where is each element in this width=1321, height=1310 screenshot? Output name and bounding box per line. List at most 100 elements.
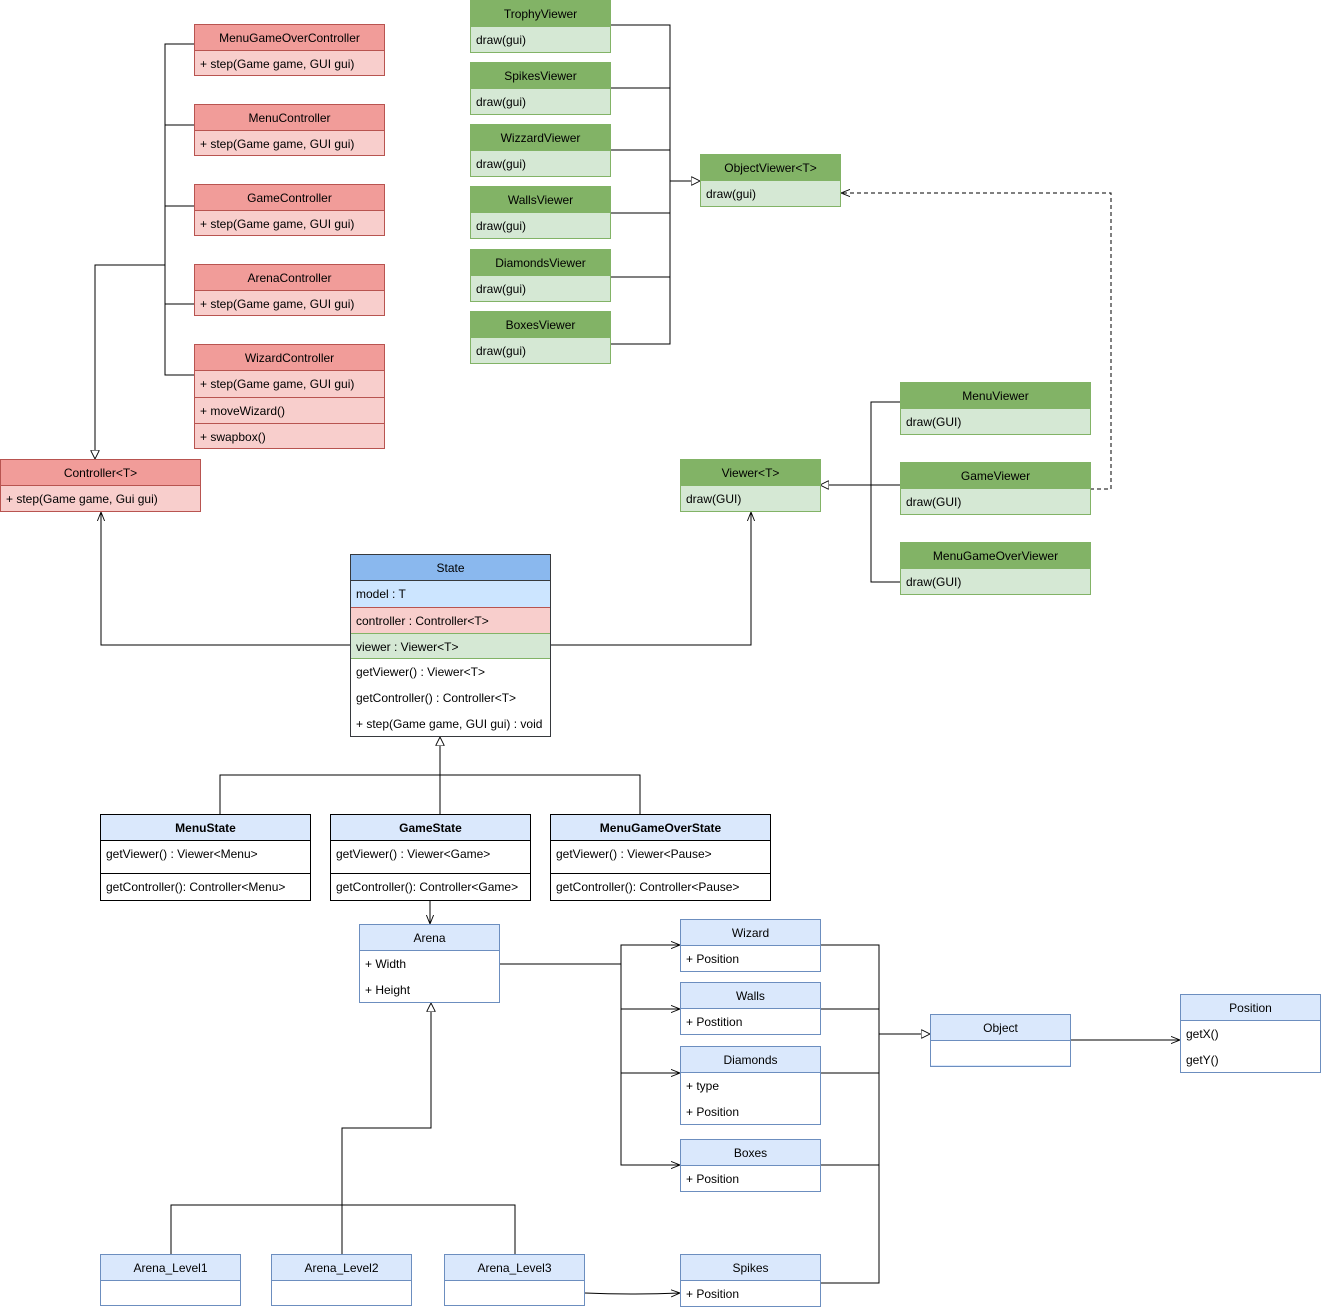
arena-level3-class: Arena_Level3 bbox=[444, 1254, 585, 1306]
class-member: + Height bbox=[365, 983, 411, 997]
class-member: getViewer() : Viewer<Game> bbox=[336, 847, 491, 861]
object-viewers-bus bbox=[610, 24, 700, 345]
class-member: + Position bbox=[686, 1105, 740, 1119]
diamonds-viewer-class: DiamondsViewer draw(gui) bbox=[470, 249, 611, 302]
class-name: BoxesViewer bbox=[471, 312, 610, 338]
class-member: + Postition bbox=[686, 1015, 743, 1029]
class-member: draw(gui) bbox=[476, 219, 527, 233]
class-name: GameController bbox=[195, 185, 384, 211]
class-name: Arena_Level1 bbox=[101, 1255, 240, 1281]
class-name: TrophyViewer bbox=[471, 1, 610, 27]
arena-class: Arena + Width + Height bbox=[359, 924, 500, 1003]
class-body bbox=[445, 1281, 584, 1305]
class-name: MenuController bbox=[195, 105, 384, 131]
class-name: DiamondsViewer bbox=[471, 250, 610, 276]
class-member: + type bbox=[686, 1079, 720, 1093]
class-member: draw(GUI) bbox=[906, 415, 962, 429]
screen-viewers-bus bbox=[820, 401, 900, 583]
wizard-class: Wizard + Position bbox=[680, 919, 821, 972]
class-body bbox=[272, 1281, 411, 1305]
class-name: WizzardViewer bbox=[471, 125, 610, 151]
class-member: draw(gui) bbox=[476, 344, 527, 358]
class-member: getViewer() : Viewer<Menu> bbox=[106, 847, 258, 861]
state-controller-field: controller : Controller<T> bbox=[351, 607, 550, 633]
arena-to-boxes bbox=[620, 1073, 680, 1165]
class-member: draw(GUI) bbox=[906, 495, 962, 509]
class-member: getController(): Controller<Game> bbox=[331, 873, 530, 899]
trophy-viewer-class: TrophyViewer draw(gui) bbox=[470, 0, 611, 53]
state-to-viewer bbox=[550, 512, 751, 646]
class-name: MenuGameOverViewer bbox=[901, 543, 1090, 569]
menugameover-controller-class: MenuGameOverController + step(Game game,… bbox=[194, 24, 385, 76]
boxes-viewer-class: BoxesViewer draw(gui) bbox=[470, 311, 611, 364]
class-name: ObjectViewer<T> bbox=[701, 155, 840, 181]
controllers-bus bbox=[95, 43, 195, 459]
class-member: getX() bbox=[1186, 1027, 1219, 1041]
class-member: + step(Game game, GUI gui) bbox=[200, 377, 355, 391]
class-name: WizardController bbox=[195, 345, 384, 371]
class-member: draw(gui) bbox=[706, 187, 757, 201]
class-name: Object bbox=[931, 1015, 1070, 1041]
class-name: State bbox=[351, 555, 550, 581]
class-body bbox=[101, 1281, 240, 1305]
class-name: Arena_Level3 bbox=[445, 1255, 584, 1281]
class-member: + Width bbox=[365, 957, 407, 971]
class-name: MenuState bbox=[101, 815, 310, 841]
class-member: getController(): Controller<Menu> bbox=[101, 873, 310, 899]
boxes-class: Boxes + Position bbox=[680, 1139, 821, 1192]
class-member: + step(Game game, Gui gui) bbox=[6, 492, 158, 506]
class-name: GameState bbox=[331, 815, 530, 841]
gameviewer-objectviewer-dependency bbox=[841, 193, 1112, 490]
class-name: Spikes bbox=[681, 1255, 820, 1281]
class-member: + Position bbox=[686, 952, 740, 966]
viewer-base-class: Viewer<T> draw(GUI) bbox=[680, 459, 821, 512]
states-bus bbox=[219, 737, 641, 814]
class-member: draw(GUI) bbox=[906, 575, 962, 589]
wizzard-viewer-class: WizzardViewer draw(gui) bbox=[470, 124, 611, 177]
class-member: draw(gui) bbox=[476, 33, 527, 47]
walls-viewer-class: WallsViewer draw(gui) bbox=[470, 186, 611, 239]
class-name: ArenaController bbox=[195, 265, 384, 291]
class-member: + step(Game game, GUI gui) bbox=[200, 57, 355, 71]
class-name: Viewer<T> bbox=[681, 460, 820, 486]
class-member: draw(GUI) bbox=[686, 492, 742, 506]
class-member: + Position bbox=[686, 1172, 740, 1186]
class-member: draw(gui) bbox=[476, 282, 527, 296]
state-method: getViewer() : Viewer<T> bbox=[356, 665, 485, 679]
menu-controller-class: MenuController + step(Game game, GUI gui… bbox=[194, 104, 385, 156]
class-member: + step(Game game, GUI gui) bbox=[200, 137, 355, 151]
class-name: MenuViewer bbox=[901, 383, 1090, 409]
state-model-field: model : T bbox=[351, 581, 550, 607]
spikes-class: Spikes + Position bbox=[680, 1254, 821, 1307]
class-name: Position bbox=[1181, 995, 1320, 1021]
menu-state-class: MenuState getViewer() : Viewer<Menu> get… bbox=[100, 814, 311, 901]
walls-class: Walls + Postition bbox=[680, 982, 821, 1035]
class-name: GameViewer bbox=[901, 463, 1090, 489]
class-member: draw(gui) bbox=[476, 157, 527, 171]
class-name: SpikesViewer bbox=[471, 63, 610, 89]
diamonds-class: Diamonds + type + Position bbox=[680, 1046, 821, 1125]
class-member: getController(): Controller<Pause> bbox=[551, 873, 770, 899]
state-to-controller bbox=[101, 512, 350, 646]
class-name: MenuGameOverState bbox=[551, 815, 770, 841]
class-member: + Position bbox=[686, 1287, 740, 1301]
class-body bbox=[931, 1041, 1070, 1065]
arena-controller-class: ArenaController + step(Game game, GUI gu… bbox=[194, 264, 385, 316]
class-member: + swapbox() bbox=[195, 423, 384, 449]
wizard-controller-class: WizardController + step(Game game, GUI g… bbox=[194, 344, 385, 449]
position-class: Position getX() getY() bbox=[1180, 994, 1321, 1073]
class-name: MenuGameOverController bbox=[195, 25, 384, 51]
menugameover-viewer-class: MenuGameOverViewer draw(GUI) bbox=[900, 542, 1091, 595]
class-name: Arena_Level2 bbox=[272, 1255, 411, 1281]
state-method: + step(Game game, GUI gui) : void bbox=[356, 717, 543, 731]
arena-level1-class: Arena_Level1 bbox=[100, 1254, 241, 1306]
level3-to-spikes bbox=[584, 1293, 680, 1294]
class-name: Boxes bbox=[681, 1140, 820, 1166]
class-member: + step(Game game, GUI gui) bbox=[200, 297, 355, 311]
controller-base-class: Controller<T> + step(Game game, Gui gui) bbox=[0, 459, 201, 512]
spikes-viewer-class: SpikesViewer draw(gui) bbox=[470, 62, 611, 115]
class-name: Controller<T> bbox=[1, 460, 200, 486]
class-name: Walls bbox=[681, 983, 820, 1009]
menu-viewer-class: MenuViewer draw(GUI) bbox=[900, 382, 1091, 435]
